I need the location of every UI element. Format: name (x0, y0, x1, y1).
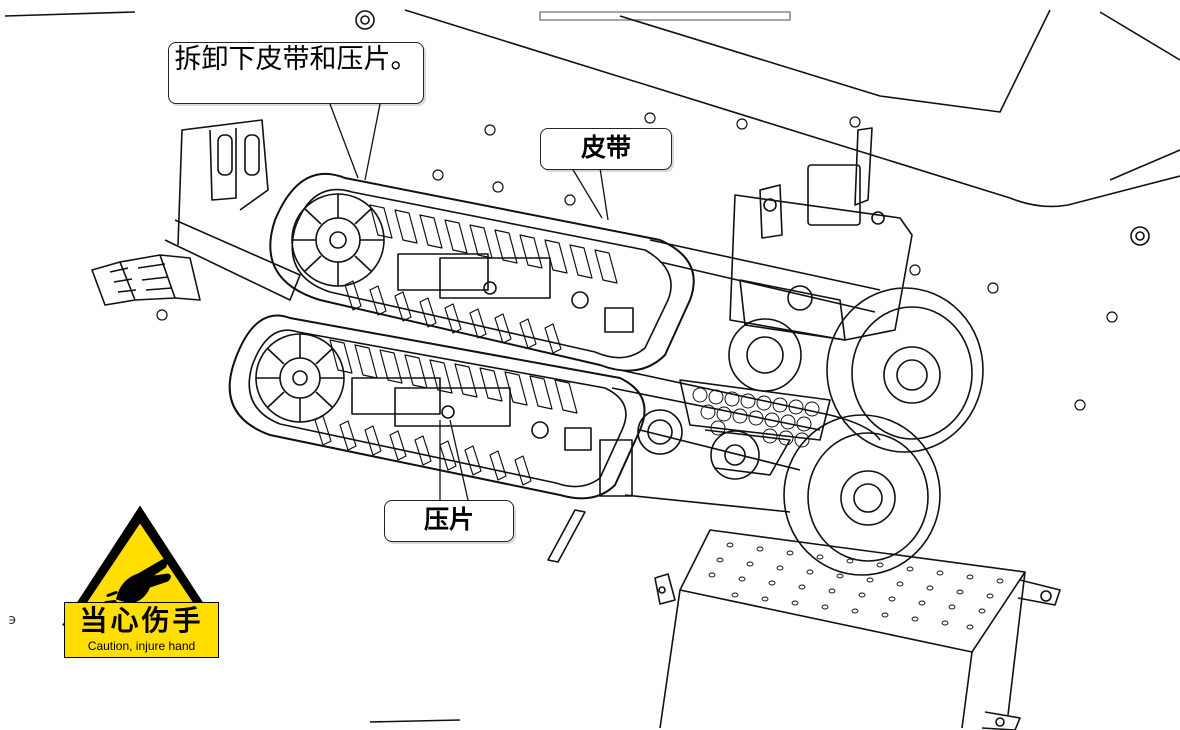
drive-belts (547, 239, 881, 563)
lower-roller (783, 414, 941, 576)
upper-belt-assembly (269, 172, 695, 372)
bearing-array (692, 387, 820, 448)
warning-label: 当心伤手 Caution, injure hand (64, 602, 219, 658)
pressing-plate-callout: 压片 (384, 500, 514, 542)
chute-perforations (708, 542, 1004, 630)
lower-teeth (314, 339, 578, 486)
remove-belt-plate-callout: 拆卸下皮带和压片。 (168, 42, 424, 104)
base-plate (4, 9, 1180, 723)
lower-belt-assembly (228, 314, 646, 500)
warning-text-chinese: 当心伤手 (79, 604, 204, 637)
belt-callout: 皮带 (540, 128, 672, 170)
stray-mark: ϶ (8, 612, 17, 628)
drive-mechanism (637, 127, 913, 480)
upper-teeth (344, 204, 618, 354)
air-fittings (91, 254, 201, 306)
hand-injury-warning-icon (62, 505, 218, 626)
upper-roller (826, 287, 984, 453)
plate-holes (156, 112, 1118, 411)
output-chute (654, 529, 1061, 730)
warning-text-english: Caution, injure hand (87, 639, 196, 653)
leader-lines (329, 103, 609, 501)
left-bracket (164, 119, 301, 301)
